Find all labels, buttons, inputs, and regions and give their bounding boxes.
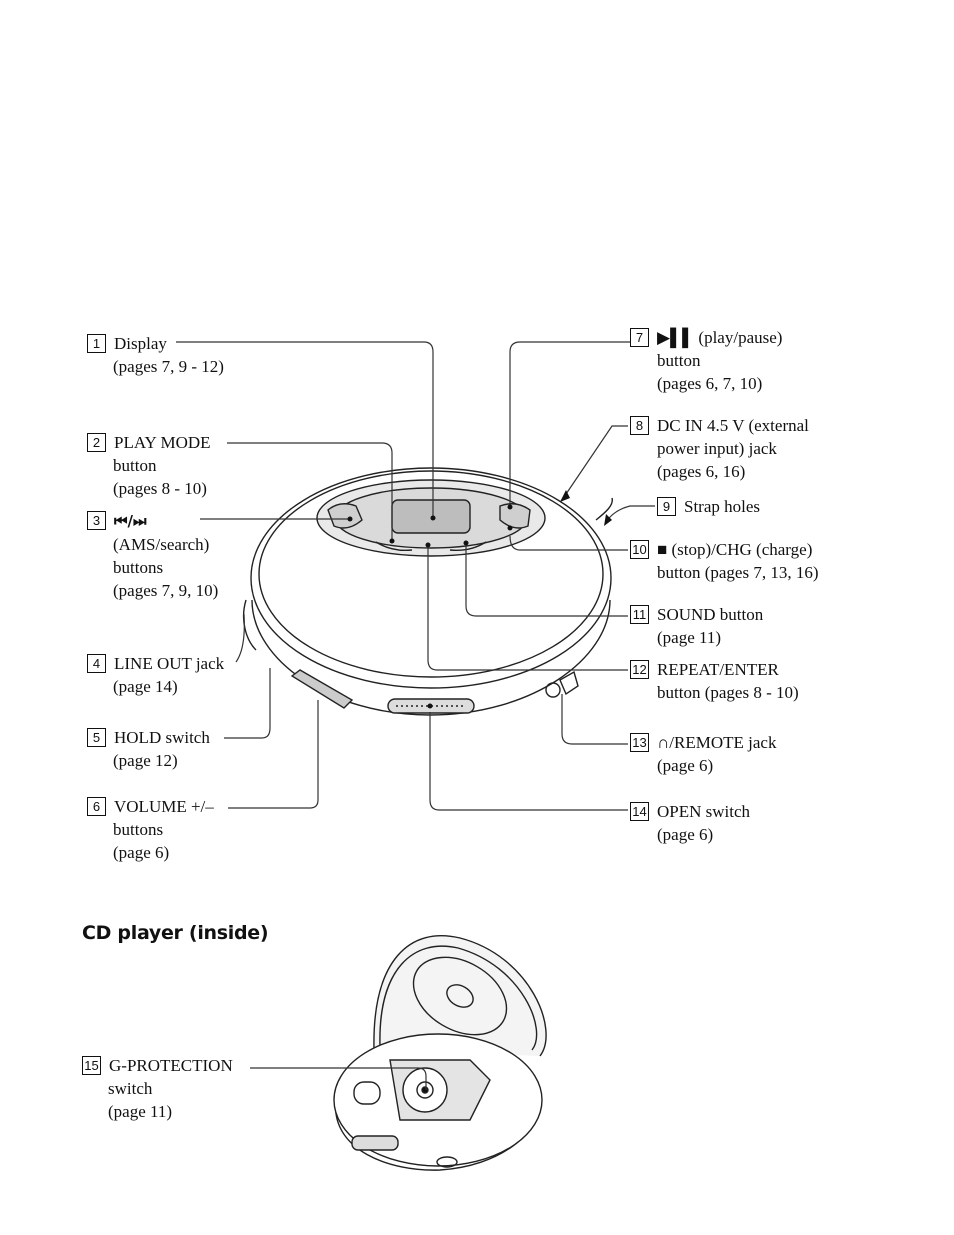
callout-dc-in: 8 DC IN 4.5 V (external power input) jack… bbox=[630, 414, 809, 483]
callout-pages: (page 6) bbox=[113, 843, 170, 862]
callout-title: DC IN 4.5 V (external bbox=[657, 416, 809, 435]
callout-pages: (page 11) bbox=[108, 1102, 173, 1121]
leader-11 bbox=[465, 543, 628, 617]
callout-pages: (page 12) bbox=[113, 751, 178, 770]
callout-pages: (pages 7, 9 - 12) bbox=[113, 357, 224, 376]
callout-number: 10 bbox=[630, 540, 649, 559]
callout-title: SOUND button bbox=[657, 605, 764, 624]
leader-8 bbox=[561, 425, 628, 501]
callout-number: 14 bbox=[630, 802, 649, 821]
callout-sub: switch bbox=[108, 1079, 153, 1098]
callout-remote-jack: 13 ∩/REMOTE jack (page 6) bbox=[630, 731, 776, 777]
callout-number: 15 bbox=[82, 1056, 101, 1075]
player-inside bbox=[333, 935, 547, 1171]
callout-sub: (AMS/search) bbox=[113, 535, 210, 554]
callout-number: 12 bbox=[630, 660, 649, 679]
callout-hold: 5 HOLD switch (page 12) bbox=[87, 726, 210, 772]
headphone-jack bbox=[545, 682, 561, 698]
callout-sound: 11 SOUND button (page 11) bbox=[630, 603, 763, 649]
callout-number: 6 bbox=[87, 797, 106, 816]
leader-13 bbox=[561, 694, 628, 745]
callout-pages: (pages 6, 7, 10) bbox=[657, 374, 763, 393]
callout-sub: button bbox=[657, 351, 701, 370]
leader-5 bbox=[224, 668, 271, 739]
callout-number: 9 bbox=[657, 497, 676, 516]
leader-14 bbox=[429, 712, 628, 811]
callout-repeat-enter: 12 REPEAT/ENTER button (pages 8 - 10) bbox=[630, 658, 799, 704]
callout-number: 1 bbox=[87, 334, 106, 353]
callout-volume: 6 VOLUME +/– buttons (page 6) bbox=[87, 795, 214, 864]
callout-number: 8 bbox=[630, 416, 649, 435]
leader-1 bbox=[176, 341, 434, 518]
leader-12 bbox=[427, 545, 628, 671]
callout-sub: buttons bbox=[113, 820, 164, 839]
callout-number: 13 bbox=[630, 733, 649, 752]
callout-pages: (page 14) bbox=[113, 677, 178, 696]
callout-display: 1 Display (pages 7, 9 - 12) bbox=[87, 332, 224, 378]
callout-pages: button (pages 8 - 10) bbox=[657, 683, 799, 702]
callout-title: Strap holes bbox=[684, 497, 761, 516]
leader-4 bbox=[235, 613, 245, 663]
callout-number: 4 bbox=[87, 654, 106, 673]
callout-title: REPEAT/ENTER bbox=[657, 660, 779, 679]
callout-pages: (page 6) bbox=[657, 825, 714, 844]
callout-line-out: 4 LINE OUT jack (page 14) bbox=[87, 652, 224, 698]
callout-title: Display bbox=[114, 334, 167, 353]
callout-number: 5 bbox=[87, 728, 106, 747]
callout-number: 7 bbox=[630, 328, 649, 347]
callout-title: PLAY MODE bbox=[114, 433, 211, 452]
callout-stop-chg: 10 ■ (stop)/CHG (charge) button (pages 7,… bbox=[630, 538, 818, 584]
callout-number: 11 bbox=[630, 605, 649, 624]
leader-7 bbox=[509, 341, 630, 507]
leader-6 bbox=[228, 700, 319, 809]
callout-ams-search: 3 ⏮/⏭ (AMS/search) buttons (pages 7, 9, 1… bbox=[87, 509, 218, 602]
leader-9 bbox=[605, 505, 655, 523]
callout-pages: (page 11) bbox=[657, 628, 722, 647]
prev-next-icon: ⏮/⏭ bbox=[114, 512, 147, 530]
callout-title: ▶▌▌ (play/pause) bbox=[657, 328, 783, 347]
callout-number: 2 bbox=[87, 433, 106, 452]
callout-play-pause: 7 ▶▌▌ (play/pause) button (pages 6, 7, 10… bbox=[630, 326, 782, 395]
callout-title: G-PROTECTION bbox=[109, 1056, 233, 1075]
callout-sub: power input) jack bbox=[657, 439, 777, 458]
section-heading: CD player (inside) bbox=[82, 922, 269, 944]
leader-15 bbox=[250, 1067, 427, 1090]
callout-sub: buttons bbox=[113, 558, 164, 577]
callout-open-switch: 14 OPEN switch (page 6) bbox=[630, 800, 750, 846]
callout-title: OPEN switch bbox=[657, 802, 751, 821]
callout-pages: (pages 7, 9, 10) bbox=[113, 581, 219, 600]
callout-title: ■ (stop)/CHG (charge) bbox=[657, 540, 813, 559]
callout-play-mode: 2 PLAY MODE button (pages 8 - 10) bbox=[87, 431, 211, 500]
callout-title: LINE OUT jack bbox=[114, 654, 225, 673]
callout-strap-holes: 9 Strap holes bbox=[657, 495, 760, 518]
callout-title: ∩/REMOTE jack bbox=[657, 733, 777, 752]
callout-pages: button (pages 7, 13, 16) bbox=[657, 563, 819, 582]
leader-2 bbox=[227, 442, 393, 541]
callout-pages: (pages 6, 16) bbox=[657, 462, 746, 481]
callout-number: 3 bbox=[87, 511, 106, 530]
callout-pages: (pages 8 - 10) bbox=[113, 479, 207, 498]
callout-title: HOLD switch bbox=[114, 728, 210, 747]
leader-10 bbox=[509, 535, 628, 551]
callout-title: VOLUME +/– bbox=[114, 797, 214, 816]
callout-pages: (page 6) bbox=[657, 756, 714, 775]
callout-sub: button bbox=[113, 456, 157, 475]
callout-g-protection: 15 G-PROTECTION switch (page 11) bbox=[82, 1054, 233, 1123]
